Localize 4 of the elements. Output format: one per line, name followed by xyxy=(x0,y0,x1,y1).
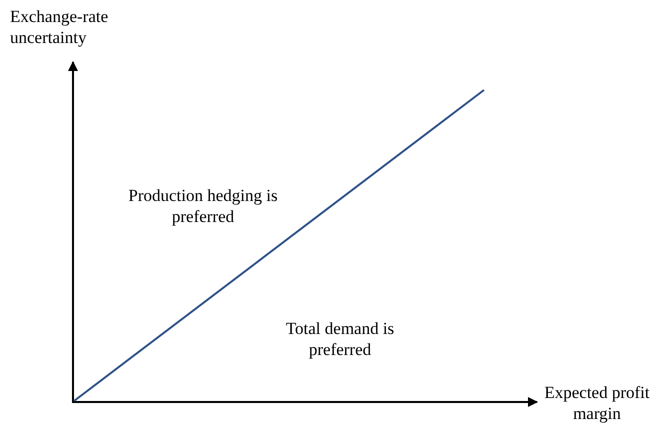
region-label: Total demand is preferred xyxy=(284,318,396,360)
axis-title: Expected profit margin xyxy=(543,382,651,424)
axis-title: Exchange-rate uncertainty xyxy=(10,6,110,48)
region-label: Production hedging is preferred xyxy=(127,185,279,227)
